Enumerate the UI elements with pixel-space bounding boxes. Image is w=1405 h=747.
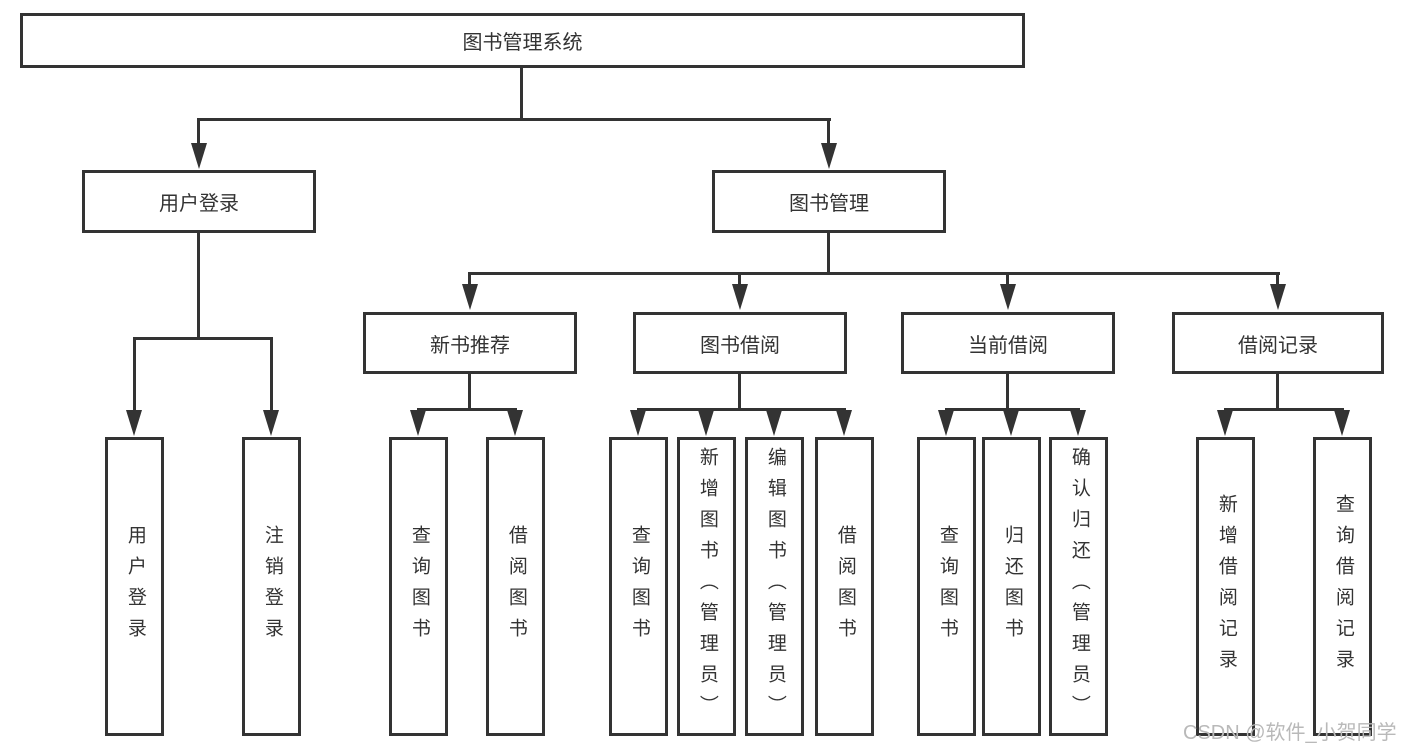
node-confirm-return-admin: 确认归还（管理员）	[1049, 437, 1108, 736]
arrow-down-icon	[938, 410, 954, 436]
node-borrow-books: 借阅图书	[486, 437, 545, 736]
node-label: 用户登录	[124, 524, 146, 649]
node-borrowing-records: 借阅记录	[1172, 312, 1384, 374]
connector-book-management-horizontal	[468, 272, 1280, 275]
arrow-down-icon	[1270, 284, 1286, 310]
connector-borrow-records-horizontal	[1224, 408, 1344, 411]
node-label: 借阅记录	[1238, 334, 1318, 357]
connector-root-horizontal	[197, 118, 831, 121]
node-current-borrowing: 当前借阅	[901, 312, 1115, 374]
arrow-down-icon	[462, 284, 478, 310]
node-logout: 注销登录	[242, 437, 301, 736]
connector-book-borrow-horizontal	[637, 408, 846, 411]
node-label: 注销登录	[261, 524, 283, 649]
arrow-down-icon	[1070, 410, 1086, 436]
connector-stub	[1006, 272, 1009, 286]
arrow-down-icon	[732, 284, 748, 310]
node-label: 新书推荐	[430, 334, 510, 357]
node-label: 图书借阅	[700, 334, 780, 357]
connector-to-user-login	[197, 118, 200, 145]
node-query-borrow-record: 查询借阅记录	[1313, 437, 1372, 736]
node-query-books: 查询图书	[609, 437, 668, 736]
arrow-down-icon	[1334, 410, 1350, 436]
arrow-down-icon	[1217, 410, 1233, 436]
arrow-down-icon	[821, 143, 837, 169]
connector-borrow-records-vertical	[1276, 374, 1279, 411]
node-label: 查询图书	[408, 524, 430, 649]
node-add-book-admin: 新增图书（管理员）	[677, 437, 736, 736]
node-label: 确认归还（管理员）	[1068, 447, 1090, 726]
connector-new-book-vertical	[468, 374, 471, 411]
connector-stub	[468, 272, 471, 286]
node-label: 当前借阅	[968, 334, 1048, 357]
arrow-down-icon	[630, 410, 646, 436]
connector-root-vertical	[520, 68, 523, 121]
node-add-borrow-record: 新增借阅记录	[1196, 437, 1255, 736]
node-user-login-leaf: 用户登录	[105, 437, 164, 736]
connector-current-borrow-vertical	[1006, 374, 1009, 411]
node-query-books: 查询图书	[917, 437, 976, 736]
node-label: 图书管理系统	[462, 32, 583, 54]
connector-stub	[1276, 272, 1279, 286]
node-label: 查询图书	[628, 524, 650, 649]
arrow-down-icon	[263, 410, 279, 436]
node-label: 编辑图书（管理员）	[764, 447, 786, 726]
node-label: 新增图书（管理员）	[696, 447, 718, 726]
node-new-book-recommend: 新书推荐	[363, 312, 577, 374]
connector-user-login-vertical	[197, 233, 200, 340]
connector-user-login-horizontal	[133, 337, 273, 340]
arrow-down-icon	[191, 143, 207, 169]
node-label: 用户登录	[159, 193, 239, 215]
arrow-down-icon	[1000, 284, 1016, 310]
node-borrow-books: 借阅图书	[815, 437, 874, 736]
arrow-down-icon	[766, 410, 782, 436]
connector-current-borrow-horizontal	[945, 408, 1080, 411]
arrow-down-icon	[1003, 410, 1019, 436]
node-label: 新增借阅记录	[1215, 493, 1237, 680]
node-label: 查询借阅记录	[1332, 493, 1354, 680]
node-query-books: 查询图书	[389, 437, 448, 736]
connector-stub	[133, 337, 136, 410]
connector-book-management-vertical	[827, 233, 830, 275]
connector-to-book-management	[827, 118, 830, 145]
node-book-management: 图书管理	[712, 170, 946, 233]
connector-stub	[738, 272, 741, 286]
node-library-management-system: 图书管理系统	[20, 13, 1025, 68]
connector-book-borrow-vertical	[738, 374, 741, 411]
node-user-login: 用户登录	[82, 170, 316, 233]
node-return-books: 归还图书	[982, 437, 1041, 736]
arrow-down-icon	[698, 410, 714, 436]
arrow-down-icon	[507, 410, 523, 436]
node-label: 查询图书	[936, 524, 958, 649]
node-label: 图书管理	[789, 193, 869, 215]
arrow-down-icon	[410, 410, 426, 436]
arrow-down-icon	[836, 410, 852, 436]
node-label: 借阅图书	[505, 524, 527, 649]
connector-stub	[270, 337, 273, 410]
arrow-down-icon	[126, 410, 142, 436]
node-edit-book-admin: 编辑图书（管理员）	[745, 437, 804, 736]
node-book-borrowing: 图书借阅	[633, 312, 847, 374]
csdn-watermark: CSDN @软件_小贺同学	[1183, 722, 1397, 744]
node-label: 借阅图书	[834, 524, 856, 649]
node-label: 归还图书	[1001, 524, 1023, 649]
connector-new-book-horizontal	[417, 408, 517, 411]
